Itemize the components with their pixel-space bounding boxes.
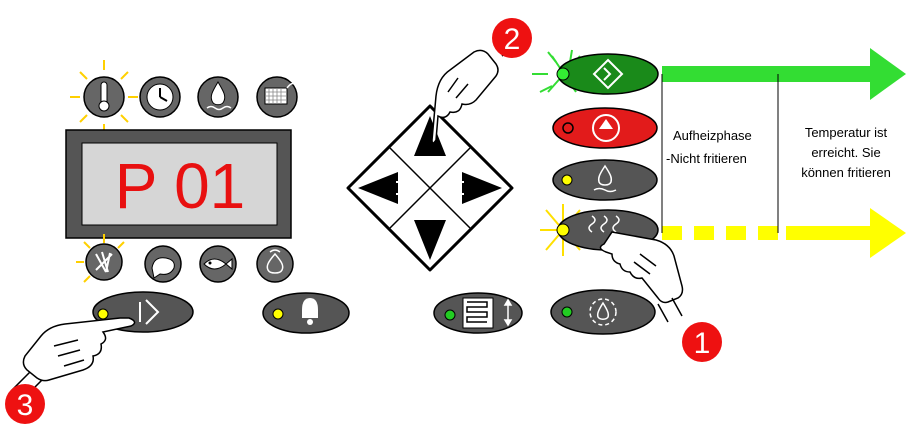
fries-icon[interactable] [76, 234, 124, 282]
ready-label-line1: Temperatur ist [805, 125, 888, 140]
chicken-icon[interactable] [145, 246, 181, 282]
cycle-icon[interactable] [257, 246, 293, 282]
svg-text:3: 3 [17, 389, 34, 422]
svg-text:1: 1 [694, 327, 711, 360]
step-marker-1: 1 [682, 322, 722, 362]
heating-phase-label-line2: -Nicht fritieren [666, 151, 747, 166]
heating-arrow [662, 208, 906, 258]
heater-element-button[interactable] [434, 293, 522, 333]
bell-button[interactable] [263, 293, 349, 333]
oil-level-button[interactable] [553, 160, 657, 200]
ready-label-line3: können fritieren [801, 165, 891, 180]
direction-pad[interactable] [348, 106, 512, 270]
step-marker-3: 3 [5, 384, 45, 424]
display-text: P 01 [115, 150, 246, 222]
thermometer-icon[interactable] [70, 60, 138, 134]
display-panel: P 01 [66, 130, 291, 238]
basket-icon[interactable] [257, 77, 297, 117]
step-marker-2: 2 [492, 18, 532, 58]
filter-cycle-button[interactable] [551, 290, 655, 334]
ready-label-line2: erreicht. Sie [811, 145, 880, 160]
heating-phase-label-line1: Aufheizphase [673, 128, 752, 143]
svg-text:2: 2 [504, 23, 521, 56]
clock-icon[interactable] [140, 77, 180, 117]
ready-arrow [662, 48, 906, 100]
fish-icon[interactable] [200, 246, 236, 282]
stop-button[interactable] [553, 108, 657, 148]
start-button[interactable] [532, 50, 658, 94]
oil-drop-icon[interactable] [198, 77, 238, 117]
